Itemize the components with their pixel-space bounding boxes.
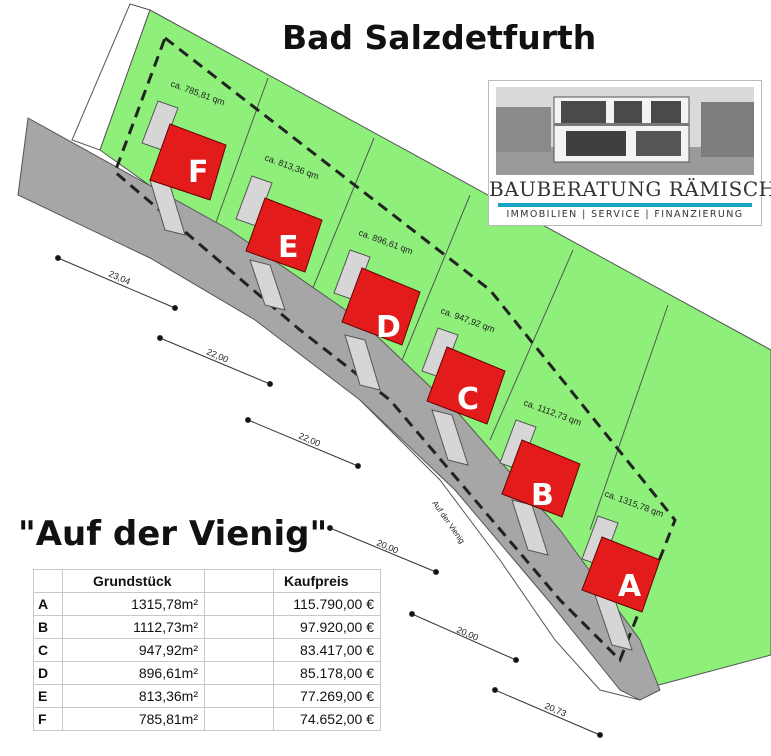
logo-tagline: IMMOBILIEN | SERVICE | FINANZIERUNG xyxy=(506,209,744,220)
company-logo: BAUBERATUNG RÄMISCH IMMOBILIEN | SERVICE… xyxy=(488,80,771,226)
table-cell-price: 97.920,00 € xyxy=(273,615,381,639)
table-header-area: Grundstück xyxy=(62,569,205,593)
table-cell-price: 77.269,00 € xyxy=(273,684,381,708)
table-cell-lot: B xyxy=(33,615,63,639)
table-cell-lot: D xyxy=(33,661,63,685)
house-driveway-c xyxy=(431,409,469,466)
house-driveway-d xyxy=(344,334,381,391)
building-photo-icon xyxy=(496,87,754,175)
house-roof-a xyxy=(581,536,661,613)
table-row: D 896,61m² 85.178,00 € xyxy=(33,661,381,685)
table-header-lot xyxy=(33,569,63,593)
lot-letter-f: F xyxy=(188,155,209,190)
table-cell-price: 83.417,00 € xyxy=(273,638,381,662)
lot-letter-a: A xyxy=(618,569,642,604)
project-name: "Auf der Vienig" xyxy=(18,514,328,554)
table-row: A 1315,78m² 115.790,00 € xyxy=(33,592,381,616)
lot-letter-b: B xyxy=(531,478,554,513)
street-label: Auf der Vienig xyxy=(430,499,466,545)
table-cell-price: 74.652,00 € xyxy=(273,707,381,731)
table-row: F 785,81m² 74.652,00 € xyxy=(33,707,381,731)
house-roof-c xyxy=(426,346,506,425)
lot-letter-e: E xyxy=(278,230,299,265)
logo-brand-name: BAUBERATUNG RÄMISCH xyxy=(489,177,771,201)
table-row: C 947,92m² 83.417,00 € xyxy=(33,638,381,662)
table-cell-area: 1112,73m² xyxy=(62,615,205,639)
table-cell-lot: E xyxy=(33,684,63,708)
house-driveway-e xyxy=(249,259,286,311)
table-row: B 1112,73m² 97.920,00 € xyxy=(33,615,381,639)
lot-divisions xyxy=(214,77,669,531)
table-cell-lot: F xyxy=(33,707,63,731)
table-cell-price: 85.178,00 € xyxy=(273,661,381,685)
lot-letter-c: C xyxy=(457,382,479,417)
page-title: Bad Salzdetfurth xyxy=(282,18,597,57)
lot-letter-d: D xyxy=(376,310,401,345)
house-roof-d xyxy=(341,267,421,346)
house-roof-b xyxy=(501,439,581,518)
table-cell-area: 896,61m² xyxy=(62,661,205,685)
table-cell-area: 813,36m² xyxy=(62,684,205,708)
table-cell-gap xyxy=(204,684,274,708)
table-cell-lot: C xyxy=(33,638,63,662)
table-cell-gap xyxy=(204,615,274,639)
house-roof-e xyxy=(245,197,323,273)
dimension-label-5: 20,00 xyxy=(455,625,480,643)
table-cell-lot: A xyxy=(33,592,63,616)
houses: F E D C B A xyxy=(141,100,661,651)
table-cell-area: 947,92m² xyxy=(62,638,205,662)
table-cell-gap xyxy=(204,661,274,685)
logo-accent-rule xyxy=(498,203,752,207)
road xyxy=(17,117,661,701)
table-cell-area: 1315,78m² xyxy=(62,592,205,616)
house-roof-f xyxy=(149,123,227,201)
table-cell-price: 115.790,00 € xyxy=(273,592,381,616)
table-cell-gap xyxy=(204,638,274,662)
table-header-row: Grundstück Kaufpreis xyxy=(33,569,381,593)
dimension-label-4: 20,00 xyxy=(375,538,400,556)
table-cell-area: 785,81m² xyxy=(62,707,205,731)
table-cell-gap xyxy=(204,592,274,616)
table-header-price: Kaufpreis xyxy=(273,569,381,593)
price-table: Grundstück Kaufpreis A 1315,78m² 115.790… xyxy=(33,569,381,731)
road-edge xyxy=(359,399,641,701)
table-cell-gap xyxy=(204,707,274,731)
table-row: E 813,36m² 77.269,00 € xyxy=(33,684,381,708)
table-header-gap xyxy=(204,569,274,593)
dimension-lines xyxy=(55,255,603,738)
